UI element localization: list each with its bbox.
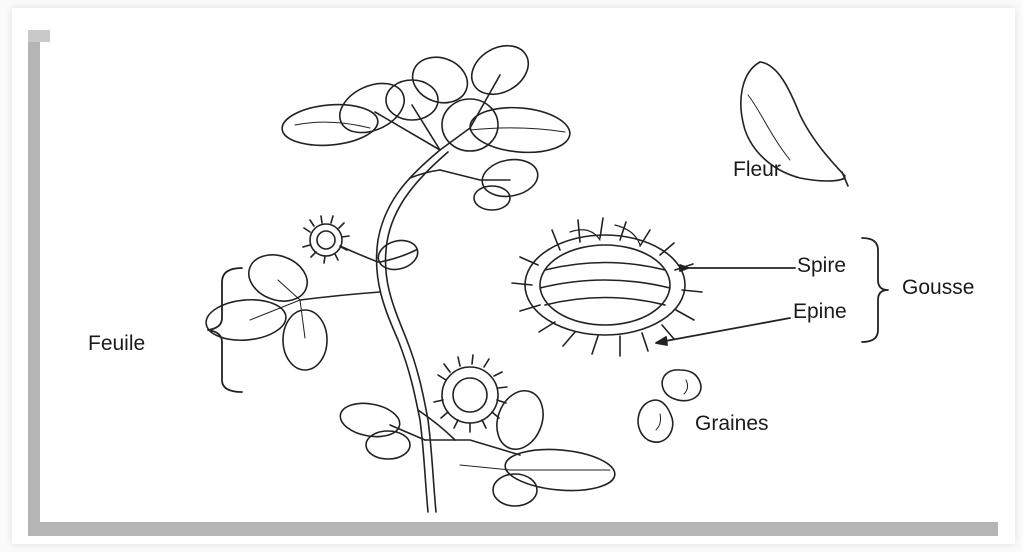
left-leaf xyxy=(204,247,380,370)
stem xyxy=(376,150,448,512)
top-leaf-cluster xyxy=(280,36,571,210)
label-epine: Epine xyxy=(793,300,847,323)
gousse-pod xyxy=(512,218,702,356)
label-gousse: Gousse xyxy=(902,276,974,299)
seeds xyxy=(638,370,701,442)
label-feuille: Feuile xyxy=(88,332,145,355)
bottom-pod xyxy=(338,355,617,506)
label-fleur: Fleur xyxy=(733,158,781,181)
middle-pod xyxy=(303,216,421,274)
label-spire: Spire xyxy=(797,254,846,277)
label-graines: Graines xyxy=(695,412,769,435)
